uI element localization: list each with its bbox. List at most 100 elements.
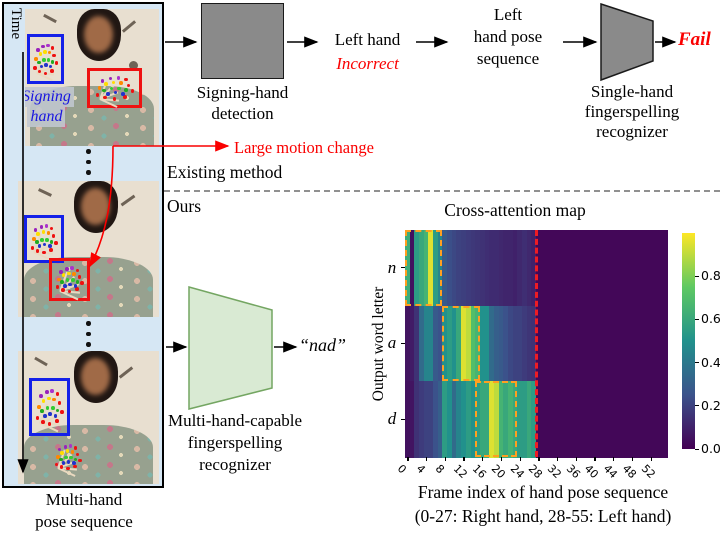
heatmap-cell [648,381,654,458]
colorbar-tick [695,405,699,407]
y-tick [401,267,405,269]
heatmap-cell [615,381,621,458]
heatmap-cell [409,230,415,307]
heatmap-cell [419,381,425,458]
heatmap-cell [484,381,490,458]
x-tick [613,457,615,461]
hand-boundary-line [534,230,538,457]
x-tick [407,457,409,461]
heatmap-cell [559,305,565,382]
heatmap-cell [596,230,603,307]
heatmap-cell [521,381,528,458]
heatmap-cell [559,230,565,307]
x-tick [444,457,446,461]
heatmap-cell [465,230,472,307]
colorbar-tick-label: 0.0 [701,441,720,456]
heatmap-cell [634,230,640,307]
heatmap-cell [465,381,472,458]
heatmap-cell [568,305,575,382]
x-tick-label: 4 [413,462,428,477]
heatmap-cell [479,381,486,458]
frames-ellipsis [86,149,91,175]
heatmap-cell [475,305,481,382]
x-tick-label: 52 [638,462,658,482]
x-tick-label: 24 [507,462,527,482]
row-label-n: n [387,258,397,277]
heatmap-cell [461,230,467,307]
signing-hand-bbox [27,34,64,84]
x-tick-label: 8 [432,462,447,477]
heatmap-cell [643,305,649,382]
heatmap-cell [423,230,429,307]
heatmap-cell [493,381,500,458]
heatmap-cell [451,230,458,307]
heatmap-cell [536,305,542,382]
heatmap-cell [536,230,542,307]
heatmap-cell [662,381,668,458]
cross-attention-heatmap [405,230,668,458]
large-motion-annotation: Large motion change [234,138,374,157]
heatmap-cell [503,381,509,458]
heatmap-cell [578,230,584,307]
heatmap-cell [573,381,579,458]
heatmap-cell [414,230,420,307]
heatmap-cell [643,230,649,307]
heatmap-cell [423,305,429,382]
heatmap-cell [610,230,617,307]
heatmap-cell [620,381,626,458]
x-tick [500,457,503,461]
heatmap-cell [498,305,504,382]
colorbar-tick-label: 0.8 [701,268,720,284]
heatmap-cell [554,230,560,307]
x-tick-label: 12 [451,462,471,482]
signing-hand-label: Signing hand [25,87,74,127]
hand-pose-overlay [33,382,66,432]
heatmap-cell [442,381,448,458]
panel-caption: Multi-hand pose sequence [35,490,133,531]
heatmap-cell [587,305,593,382]
pose-sequence-label: Left hand pose sequence [473,5,543,68]
multi-hand-recognizer-trapezoid [188,286,273,410]
single-hand-recognizer-trapezoid [600,2,654,82]
fail-result-label: Fail [678,29,711,50]
heatmap-cell [470,230,476,307]
heatmap-cell [545,230,551,307]
heatmap-cell [526,381,532,458]
x-tick-label: 40 [582,462,602,482]
row-label-a: a [387,333,397,352]
heatmap-cell [405,305,411,382]
attention-highlight-box [475,381,518,457]
heatmap-cell [507,230,514,307]
heatmap-cell [606,305,612,382]
non-signing-hand-bbox [87,68,142,108]
heatmap-cell [657,230,663,307]
heatmap-cell [601,381,607,458]
heatmap-cell [606,381,612,458]
heatmap-cell [517,230,523,307]
hand-pose-overlay [28,219,60,261]
heatmap-cell [620,305,626,382]
heatmap-cell [456,230,462,307]
heatmap-cell [405,230,411,307]
detection-block [201,3,284,79]
heatmap-cell [587,230,593,307]
heatmap-cell [638,305,645,382]
video-frames-panel: Time Signing hand [2,2,164,488]
chart-title: Cross-attention map [444,200,586,220]
heatmap-cell [461,381,467,458]
detection-block-label: Signing-hand detection [196,83,289,123]
colorbar-tick [695,362,699,364]
x-tick-label: 20 [488,462,508,482]
heatmap-cell [498,230,504,307]
heatmap-cell [414,305,420,382]
heatmap-cell [573,305,579,382]
heatmap-cell [620,230,626,307]
heatmap-cell [550,230,556,307]
heatmap-cell [648,305,654,382]
x-tick-label: 36 [563,462,583,482]
heatmap-cell [596,305,603,382]
x-tick-label: 28 [526,462,546,482]
heatmap-cell [540,381,546,458]
heatmap-cell [629,381,635,458]
